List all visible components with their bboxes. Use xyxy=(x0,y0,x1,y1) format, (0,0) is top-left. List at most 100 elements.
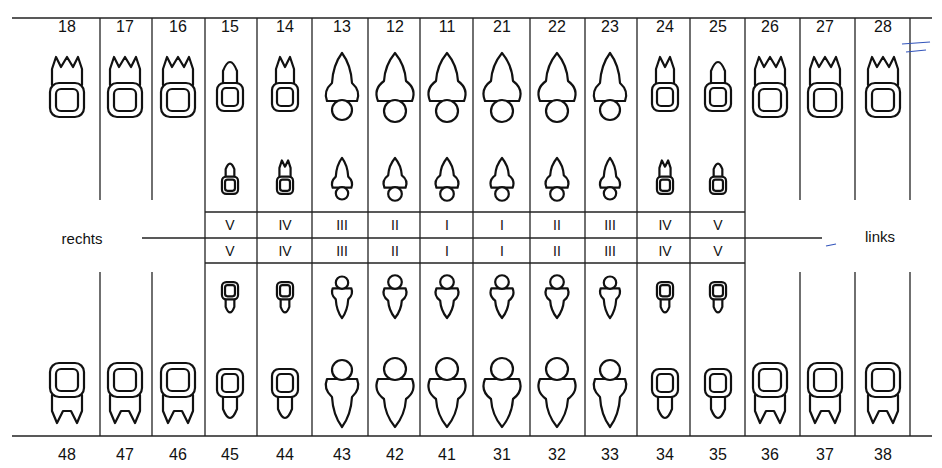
tooth-cusp xyxy=(600,360,620,380)
tooth-cusp xyxy=(332,360,352,380)
tooth-occlusal xyxy=(167,89,189,111)
grid-line xyxy=(205,211,745,212)
tooth-cusp xyxy=(384,100,406,122)
tooth-number: 11 xyxy=(439,19,456,35)
tooth-root xyxy=(711,62,725,85)
tooth-crown xyxy=(277,282,293,299)
deciduous-numeral: IV xyxy=(658,244,671,258)
tooth-root xyxy=(658,395,672,418)
tooth-cusp xyxy=(491,358,513,380)
tooth-number: 32 xyxy=(548,447,566,463)
tooth-symbol xyxy=(600,277,620,319)
tooth-crown xyxy=(217,369,243,397)
grid-line xyxy=(799,18,800,200)
grid-line xyxy=(151,272,152,436)
tooth-symbol xyxy=(217,62,243,111)
tooth-number: 42 xyxy=(386,447,404,463)
tooth-cusp xyxy=(388,275,402,289)
tooth-symbol xyxy=(217,369,243,418)
tooth-crown xyxy=(657,282,673,299)
tooth-occlusal xyxy=(114,89,136,111)
grid-line xyxy=(472,18,473,436)
tooth-number: 34 xyxy=(656,447,674,463)
tooth-body xyxy=(383,288,406,318)
grid-line xyxy=(636,18,637,436)
tooth-occlusal xyxy=(222,374,238,392)
tooth-symbol xyxy=(332,277,352,319)
tooth-body xyxy=(376,53,413,101)
tooth-root xyxy=(755,395,785,423)
tooth-symbol xyxy=(657,282,673,312)
tooth-number: 44 xyxy=(276,447,294,463)
tooth-number: 38 xyxy=(874,447,892,463)
tooth-symbol xyxy=(332,158,352,200)
tooth-symbol xyxy=(657,160,673,193)
tooth-crown xyxy=(108,83,142,117)
tooth-occlusal xyxy=(660,180,670,191)
tooth-body xyxy=(435,288,458,318)
tooth-occlusal xyxy=(713,285,723,296)
tooth-number: 31 xyxy=(493,447,511,463)
tooth-body xyxy=(490,158,513,188)
deciduous-numeral: V xyxy=(713,218,722,232)
tooth-number: 25 xyxy=(709,19,727,35)
tooth-crown xyxy=(866,83,900,117)
tooth-root xyxy=(659,160,670,177)
tooth-crown xyxy=(161,83,195,117)
tooth-symbol xyxy=(753,363,787,423)
tooth-number: 14 xyxy=(276,19,294,35)
tooth-symbol xyxy=(538,358,575,427)
tooth-number: 23 xyxy=(601,19,619,35)
tooth-symbol xyxy=(483,53,520,122)
tooth-symbol xyxy=(326,360,358,427)
tooth-symbol xyxy=(710,164,726,194)
grid-line xyxy=(99,272,100,436)
tooth-cusp xyxy=(440,187,454,201)
grid-line xyxy=(311,18,312,436)
tooth-cusp xyxy=(336,187,348,199)
tooth-number: 33 xyxy=(601,447,619,463)
deciduous-numeral: I xyxy=(500,218,504,232)
tooth-root xyxy=(810,57,840,85)
deciduous-numeral: III xyxy=(604,218,616,232)
tooth-symbol xyxy=(490,158,513,201)
tooth-number: 46 xyxy=(169,447,187,463)
tooth-cusp xyxy=(436,100,458,122)
tooth-number: 16 xyxy=(169,19,187,35)
tooth-occlusal xyxy=(56,369,78,391)
tooth-occlusal xyxy=(872,369,894,391)
tooth-occlusal xyxy=(660,285,670,296)
deciduous-numeral: I xyxy=(500,244,504,258)
tooth-cusp xyxy=(600,100,620,120)
tooth-crown xyxy=(222,282,238,299)
deciduous-numeral: II xyxy=(553,218,561,232)
tooth-body xyxy=(332,288,352,318)
tooth-crown xyxy=(50,363,84,397)
tooth-crown xyxy=(657,177,673,194)
tooth-root xyxy=(278,395,292,418)
tooth-body xyxy=(435,158,458,188)
deciduous-numeral: III xyxy=(336,244,348,258)
tooth-symbol xyxy=(50,57,84,117)
tooth-cusp xyxy=(388,187,402,201)
tooth-occlusal xyxy=(814,369,836,391)
grid-line xyxy=(689,18,690,436)
deciduous-numeral: V xyxy=(713,244,722,258)
tooth-number: 28 xyxy=(874,19,892,35)
pen-mark xyxy=(906,50,926,52)
deciduous-numeral: V xyxy=(225,244,234,258)
tooth-body xyxy=(538,53,575,101)
tooth-symbol xyxy=(383,158,406,201)
tooth-number: 18 xyxy=(58,19,76,35)
tooth-crown xyxy=(866,363,900,397)
pen-mark xyxy=(826,244,836,246)
tooth-cusp xyxy=(384,358,406,380)
grid-line xyxy=(584,18,585,436)
tooth-body xyxy=(545,288,568,318)
tooth-number: 22 xyxy=(548,19,566,35)
tooth-crown xyxy=(50,83,84,117)
tooth-occlusal xyxy=(277,374,293,392)
tooth-body xyxy=(600,288,620,318)
grid-line xyxy=(205,262,745,263)
tooth-body xyxy=(545,158,568,188)
